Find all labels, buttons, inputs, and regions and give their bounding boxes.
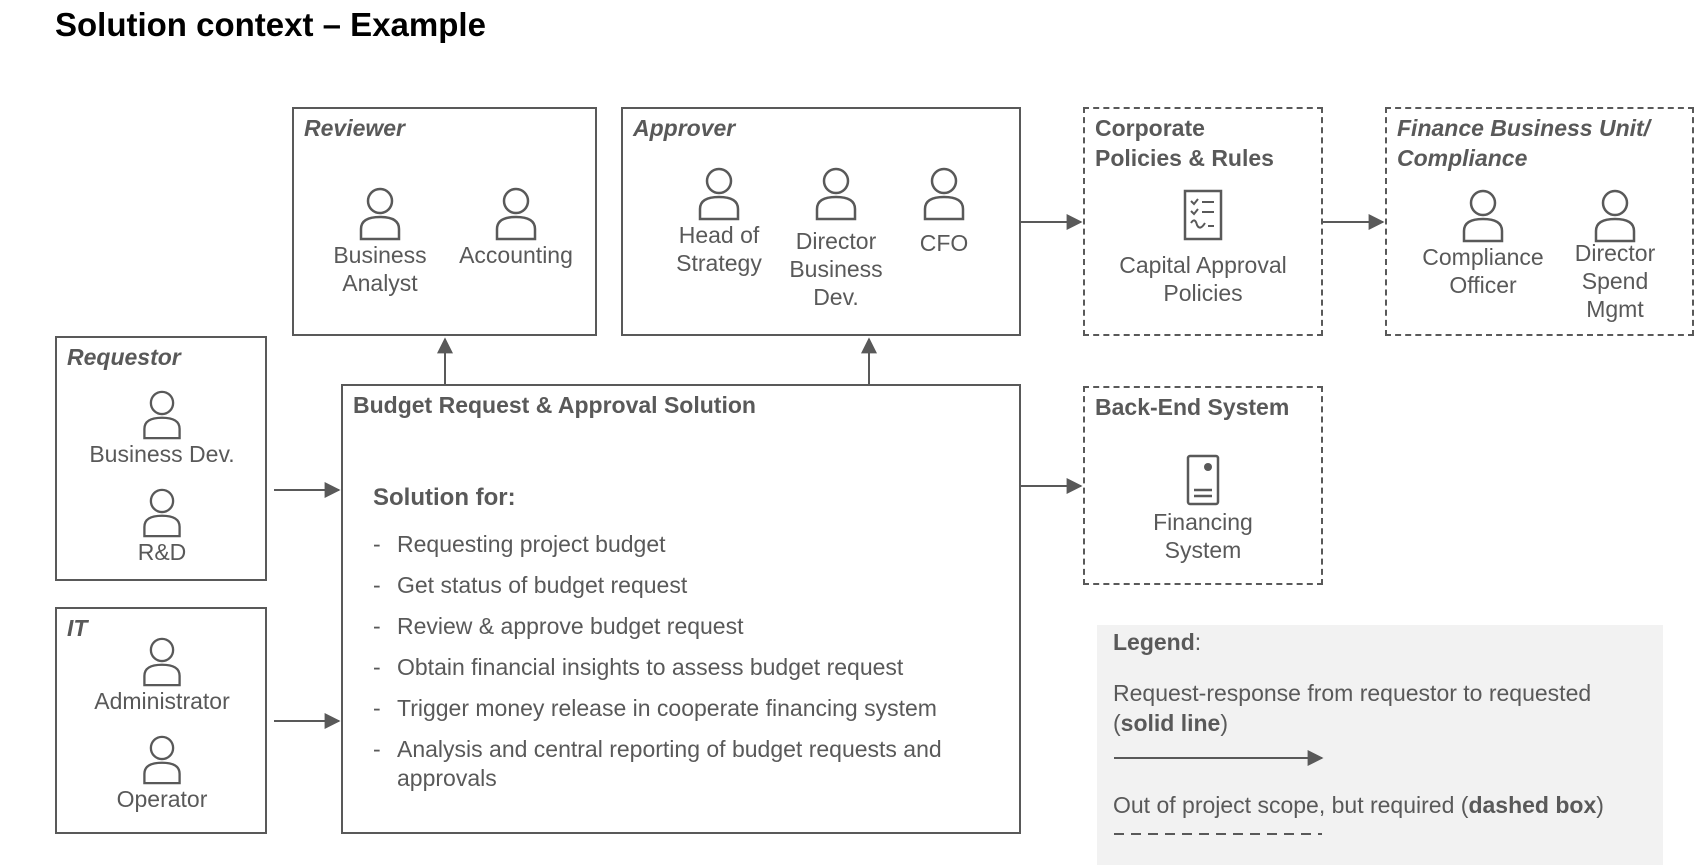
solution-item: Get status of budget request — [373, 571, 1003, 600]
backend-title: Back-End System — [1095, 394, 1290, 420]
actor-label: Compliance Officer — [1422, 244, 1544, 298]
requestor-title: Requestor — [67, 344, 181, 370]
approver-title: Approver — [633, 115, 736, 141]
reviewer-title: Reviewer — [304, 115, 406, 141]
actor-director-spend-mgmt: Director Spend Mgmt — [1530, 189, 1700, 323]
legend-dashed-label: dashed box — [1468, 792, 1597, 818]
actor-label: Capital Approval Policies — [1119, 252, 1287, 306]
solution-box: Budget Request & Approval Solution Solut… — [341, 384, 1021, 834]
capital-approval-policies: Capital Approval Policies — [1118, 189, 1288, 307]
solution-item: Trigger money release in cooperate finan… — [373, 694, 1003, 723]
finance-title: Finance Business Unit/ Compliance — [1397, 115, 1651, 171]
person-icon — [143, 488, 181, 538]
it-title: IT — [67, 615, 88, 641]
actor-administrator: Administrator — [77, 637, 247, 715]
legend-panel: Legend: Request-response from requestor … — [1097, 625, 1663, 865]
solution-item: Obtain financial insights to assess budg… — [373, 653, 1003, 682]
solution-item: Analysis and central reporting of budget… — [373, 735, 1003, 793]
solution-list: Requesting project budget Get status of … — [373, 530, 1003, 805]
legend-title: Legend: — [1113, 629, 1202, 655]
actor-label: Director Spend Mgmt — [1574, 240, 1656, 322]
person-icon — [815, 167, 857, 221]
actor-label: CFO — [919, 230, 969, 256]
person-icon — [1462, 189, 1504, 243]
person-icon — [143, 390, 181, 440]
person-icon — [923, 167, 965, 221]
actor-label: Director Business Dev. — [789, 228, 883, 310]
server-icon — [1186, 454, 1220, 506]
actor-label: Administrator — [94, 688, 230, 714]
finance-box: Finance Business Unit/ Compliance Compli… — [1385, 107, 1694, 336]
solution-title: Budget Request & Approval Solution — [353, 392, 756, 418]
solution-item: Requesting project budget — [373, 530, 1003, 559]
person-icon — [143, 735, 181, 785]
person-icon — [698, 167, 740, 221]
actor-label: Operator — [116, 786, 208, 812]
person-icon — [495, 187, 537, 241]
reviewer-box: Reviewer Business Analyst Accounting — [292, 107, 597, 336]
legend-solid-text: Request-response from requestor to reque… — [1113, 680, 1592, 736]
actor-cfo: CFO — [859, 167, 1029, 257]
page-title: Solution context – Example — [55, 6, 486, 43]
actor-director-business-dev: Director Business Dev. — [751, 167, 921, 311]
actor-label: Accounting — [459, 242, 573, 268]
solution-heading: Solution for: — [373, 484, 516, 511]
person-icon — [143, 637, 181, 687]
solution-item: Review & approve budget request — [373, 612, 1003, 641]
person-icon — [1594, 189, 1636, 243]
corporate-title: Corporate Policies & Rules — [1095, 115, 1274, 171]
legend-solid-label: solid line — [1120, 710, 1221, 736]
actor-compliance-officer: Compliance Officer — [1398, 189, 1568, 299]
legend-title-label: Legend — [1113, 629, 1195, 655]
actor-operator: Operator — [77, 735, 247, 813]
requestor-box: Requestor Business Dev. R&D — [55, 336, 267, 581]
actor-accounting: Accounting — [431, 187, 601, 269]
checklist-icon — [1183, 189, 1223, 241]
actor-label: Financing System — [1153, 509, 1253, 563]
approver-box: Approver Head of Strategy Director Busin… — [621, 107, 1021, 336]
legend-solid-desc: Request-response from requestor to reque… — [1113, 680, 1592, 706]
corporate-box: Corporate Policies & Rules Capital Appro… — [1083, 107, 1323, 336]
actor-label: Head of Strategy — [676, 222, 762, 276]
actor-label: Business Analyst — [333, 242, 427, 296]
legend-dashed-text: Out of project scope, but required (dash… — [1113, 792, 1604, 818]
actor-label: Business Dev. — [89, 441, 235, 467]
legend-dashed-desc: Out of project scope, but required — [1113, 792, 1455, 818]
financing-system: Financing System — [1118, 454, 1288, 564]
actor-business-analyst: Business Analyst — [295, 187, 465, 297]
actor-label: R&D — [137, 539, 187, 565]
backend-box: Back-End System Financing System — [1083, 386, 1323, 585]
actor-business-dev: Business Dev. — [77, 390, 247, 468]
actor-r-and-d: R&D — [77, 488, 247, 566]
actor-head-of-strategy: Head of Strategy — [634, 167, 804, 277]
it-box: IT Administrator Operator — [55, 607, 267, 834]
person-icon — [359, 187, 401, 241]
